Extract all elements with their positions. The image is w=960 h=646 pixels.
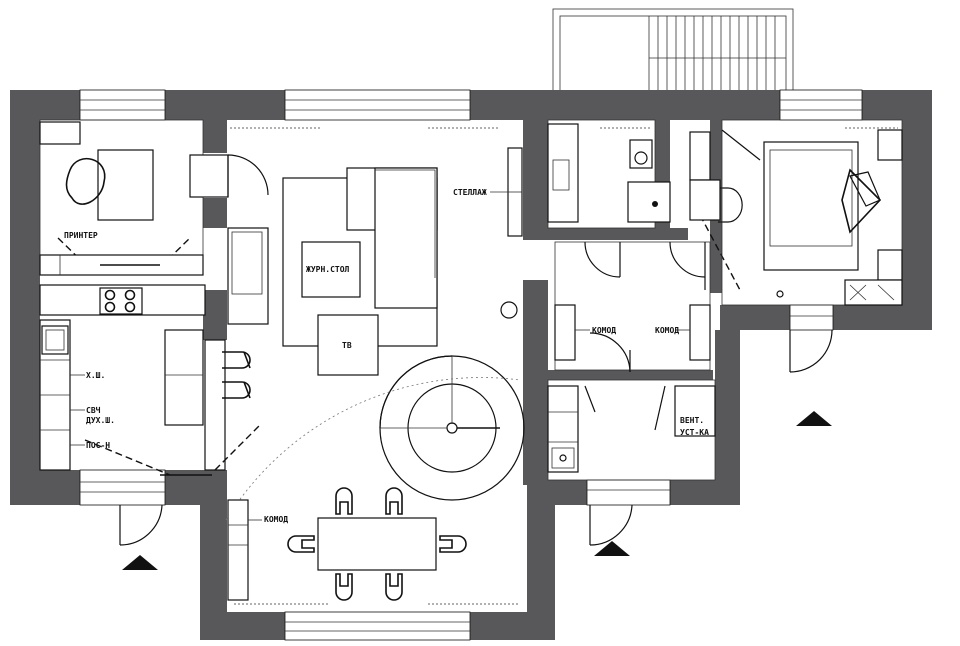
- desk: [97, 149, 154, 221]
- bedside-bottom: [877, 249, 903, 281]
- office-chair: [65, 158, 106, 205]
- bar-stool: [222, 351, 251, 369]
- bedroom-dresser: [844, 279, 903, 306]
- side-cabinet: [227, 227, 269, 325]
- microwave-label: СВЧ: [86, 406, 101, 415]
- dining-chair: [439, 535, 467, 553]
- stair-balcony: [552, 8, 794, 92]
- shelving-label: СТЕЛЛАЖ: [453, 188, 487, 197]
- dining-table: [317, 517, 437, 571]
- hallway: КОМОД КОМОД: [554, 214, 741, 373]
- right-dresser: [689, 304, 711, 361]
- hall-dresser-label: КОМОД: [264, 515, 288, 524]
- dining-chair: [385, 487, 403, 515]
- kitchen: Х.Ш. СВЧ ДУХ.Ш. ПОС-Н: [39, 284, 261, 476]
- oven-label: ДУХ.Ш.: [86, 416, 115, 425]
- column: [500, 301, 518, 319]
- fridge-label: Х.Ш.: [86, 371, 105, 380]
- wardrobe-small: [689, 131, 711, 181]
- sofa-corner: [374, 167, 438, 309]
- study-room: ПРИНТЕР: [39, 119, 269, 276]
- ventilation-unit: [674, 385, 716, 437]
- printer-label: ПРИНТЕР: [64, 231, 98, 240]
- dining-chair: [335, 487, 353, 515]
- dining-chair: [335, 573, 353, 601]
- bathtub: [547, 123, 579, 223]
- entrance-marker-left: [122, 555, 158, 570]
- shelf-unit: [39, 121, 81, 145]
- tv-label: ТВ: [342, 341, 352, 350]
- entrance-marker-right: [796, 411, 832, 426]
- walls: [10, 90, 932, 640]
- bedroom: [689, 119, 903, 373]
- right-dresser-label: КОМОД: [655, 326, 679, 335]
- entrance-doors: [119, 504, 633, 546]
- utility-room: ВЕНТ. УСТ-КА: [547, 379, 716, 481]
- vent-label-1: ВЕНТ.: [680, 416, 704, 425]
- vent-label-2: УСТ-КА: [680, 428, 709, 437]
- stair-steps: [648, 16, 786, 91]
- spiral-staircase: [379, 355, 525, 501]
- bar-counter: [204, 339, 226, 471]
- left-dresser: [554, 304, 576, 361]
- left-dresser-label: КОМОД: [592, 326, 616, 335]
- hall-dresser: [227, 499, 249, 601]
- coffee-table-label: ЖУРН.СТОЛ: [306, 265, 350, 274]
- tv-unit: [317, 314, 379, 376]
- living-room: ЖУРН.СТОЛ ТВ СТЕЛЛАЖ: [225, 127, 525, 521]
- dining-chair: [287, 535, 315, 553]
- bar-stool: [222, 381, 251, 399]
- dining-chair: [385, 573, 403, 601]
- dining-area: КОМОД: [227, 487, 520, 605]
- kitchen-island: [164, 329, 204, 426]
- coffee-table: [301, 241, 361, 298]
- bedside-top: [877, 129, 903, 161]
- windows: [79, 89, 863, 641]
- shower: [627, 181, 671, 223]
- cooktop: [99, 287, 143, 315]
- bathroom: [547, 119, 743, 229]
- laundry-cabinet: [547, 385, 579, 473]
- entrance-marker-center: [594, 541, 630, 556]
- bed: [763, 141, 859, 271]
